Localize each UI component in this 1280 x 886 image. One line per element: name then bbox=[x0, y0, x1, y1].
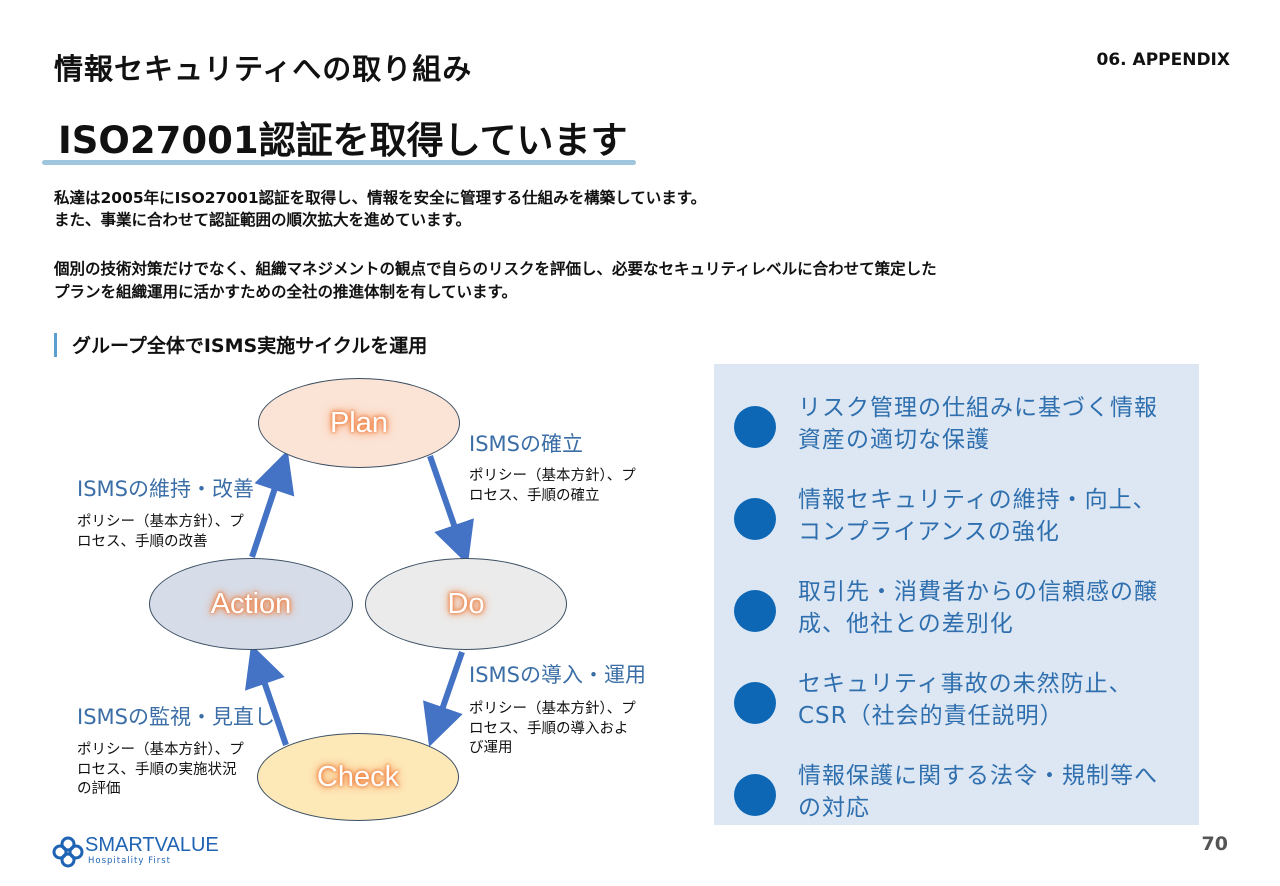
action-description: ポリシー（基本方針）、プロセス、手順の改善 bbox=[77, 514, 244, 550]
benefit-item: 情報保護に関する法令・規制等への対応 bbox=[714, 746, 1199, 821]
intro-line-4: プランを組織運用に活かすための全社の推進体制を有しています。 bbox=[54, 283, 517, 301]
benefits-panel: リスク管理の仕組みに基づく情報資産の適切な保護 情報セキュリティの維持・向上、コ… bbox=[714, 364, 1199, 825]
check-ellipse: Check bbox=[257, 733, 459, 821]
bullet-dot-icon bbox=[734, 590, 776, 632]
check-title: ISMSの監視・見直し bbox=[77, 705, 275, 729]
do-label: Do bbox=[447, 587, 485, 620]
check-description: ポリシー（基本方針）、プロセス、手順の実施状況の評価 bbox=[77, 742, 244, 797]
clover-logo-icon bbox=[52, 836, 84, 868]
bullet-dot-icon bbox=[734, 774, 776, 816]
section-title: 情報セキュリティへの取り組み bbox=[54, 52, 473, 86]
company-logo: SMARTVALUE Hospitality First bbox=[52, 834, 232, 870]
intro-line-1: 私達は2005年にISO27001認証を取得し、情報を安全に管理する仕組みを構築… bbox=[54, 189, 707, 207]
benefit-item: 情報セキュリティの維持・向上、コンプライアンスの強化 bbox=[714, 470, 1199, 545]
subheading: グループ全体でISMS実施サイクルを運用 bbox=[72, 335, 428, 357]
benefit-text: リスク管理の仕組みに基づく情報資産の適切な保護 bbox=[798, 395, 1158, 453]
logo-tagline: Hospitality First bbox=[88, 856, 171, 866]
check-label: Check bbox=[316, 760, 400, 793]
bullet-dot-icon bbox=[734, 498, 776, 540]
benefit-text: 情報保護に関する法令・規制等への対応 bbox=[798, 763, 1158, 821]
intro-line-3: 個別の技術対策だけでなく、組織マネジメントの観点で自らのリスクを評価し、必要なセ… bbox=[54, 260, 937, 278]
benefit-text: 情報セキュリティの維持・向上、コンプライアンスの強化 bbox=[798, 487, 1157, 545]
page-title: ISO27001認証を取得しています bbox=[58, 119, 628, 162]
logo-name: SMARTVALUE bbox=[85, 834, 219, 856]
benefit-text: 取引先・消費者からの信頼感の醸成、他社との差別化 bbox=[798, 579, 1158, 637]
arrow-action-to-plan bbox=[249, 450, 295, 558]
page-number: 70 bbox=[1201, 833, 1228, 855]
bullet-dot-icon bbox=[734, 682, 776, 724]
do-title: ISMSの導入・運用 bbox=[469, 663, 646, 687]
appendix-label: 06. APPENDIX bbox=[1096, 50, 1231, 70]
intro-line-2: また、事業に合わせて認証範囲の順次拡大を進めています。 bbox=[54, 211, 471, 229]
action-title: ISMSの維持・改善 bbox=[77, 477, 254, 501]
plan-label: Plan bbox=[329, 406, 389, 439]
plan-title: ISMSの確立 bbox=[469, 432, 583, 456]
bullet-dot-icon bbox=[734, 406, 776, 448]
plan-description: ポリシー（基本方針）、プロセス、手順の確立 bbox=[469, 468, 636, 504]
benefit-item: セキュリティ事故の未然防止、CSR（社会的責任説明） bbox=[714, 654, 1199, 729]
title-underline bbox=[42, 160, 636, 165]
arrow-plan-to-do bbox=[427, 455, 474, 565]
benefit-item: リスク管理の仕組みに基づく情報資産の適切な保護 bbox=[714, 378, 1199, 453]
benefit-text: セキュリティ事故の未然防止、CSR（社会的責任説明） bbox=[798, 671, 1133, 729]
plan-ellipse: Plan bbox=[258, 378, 460, 468]
subheading-bar bbox=[54, 333, 57, 357]
do-ellipse: Do bbox=[365, 558, 567, 650]
action-label: Action bbox=[210, 587, 292, 620]
benefit-item: 取引先・消費者からの信頼感の醸成、他社との差別化 bbox=[714, 562, 1199, 637]
do-description: ポリシー（基本方針）、プロセス、手順の導入および運用 bbox=[469, 701, 636, 756]
action-ellipse: Action bbox=[149, 558, 353, 650]
arrow-do-to-check bbox=[423, 651, 465, 747]
